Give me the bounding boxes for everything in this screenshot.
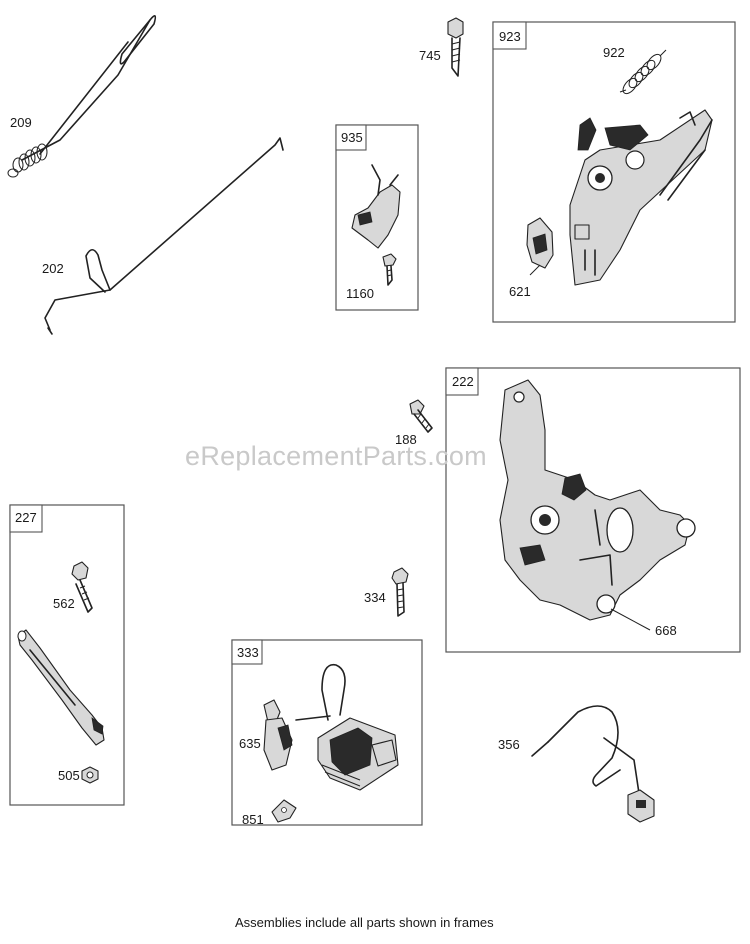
footnote: Assemblies include all parts shown in fr… (235, 915, 494, 930)
frame-222 (445, 367, 741, 653)
label-222: 222 (452, 374, 474, 389)
part-334-bolt (391, 567, 409, 617)
part-935-lever (351, 164, 401, 249)
label-188: 188 (395, 432, 417, 447)
label-333: 333 (237, 645, 259, 660)
part-209-spring (7, 15, 157, 178)
label-635: 635 (239, 736, 261, 751)
part-356-ground-wire (531, 705, 655, 823)
label-505: 505 (58, 768, 80, 783)
label-745: 745 (419, 48, 441, 63)
label-923: 923 (499, 29, 521, 44)
label-1160: 1160 (346, 286, 374, 301)
tag-935-box (335, 124, 367, 151)
label-202: 202 (42, 261, 64, 276)
part-202-link (44, 137, 284, 335)
frame-333 (231, 639, 423, 826)
part-333-ignition-coil (295, 663, 399, 791)
label-851: 851 (242, 812, 264, 827)
tag-333-box (231, 639, 263, 665)
tag-227-box (9, 504, 43, 533)
part-851-clip (271, 799, 297, 823)
frame-923 (492, 21, 736, 323)
label-562: 562 (53, 596, 75, 611)
part-635-wire-terminal (263, 699, 293, 771)
watermark: eReplacementParts.com (185, 441, 487, 471)
part-923-bracket (569, 109, 713, 286)
part-505-nut (81, 766, 99, 784)
part-222-governor-control (499, 379, 696, 621)
part-621-clip (526, 217, 554, 276)
part-227-arm (17, 629, 105, 746)
part-562-screw (71, 561, 93, 613)
part-922-spring (619, 49, 667, 95)
label-668: 668 (655, 623, 677, 638)
frame-227 (9, 504, 125, 806)
label-227: 227 (15, 510, 37, 525)
part-1160-screw (382, 253, 397, 286)
label-334: 334 (364, 590, 386, 605)
label-922: 922 (603, 45, 625, 60)
tag-923-box (492, 21, 527, 50)
leader-668 (610, 608, 651, 631)
label-935: 935 (341, 130, 363, 145)
tag-222-box (445, 367, 479, 396)
label-356: 356 (498, 737, 520, 752)
label-621: 621 (509, 284, 531, 299)
label-209: 209 (10, 115, 32, 130)
frame-935 (335, 124, 419, 311)
part-745-screw (447, 17, 464, 77)
part-188-bolt (409, 399, 433, 433)
